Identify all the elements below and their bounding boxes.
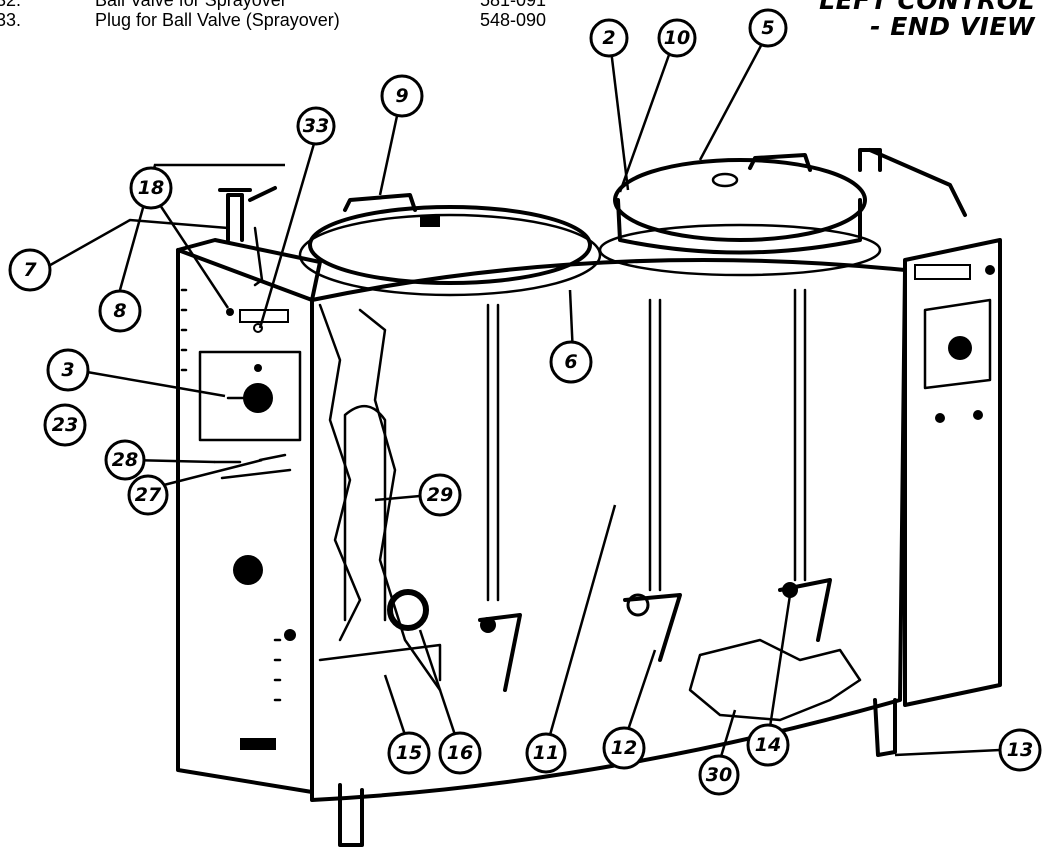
svg-text:5: 5 [761, 17, 774, 39]
callout-33: 33 [296, 106, 336, 146]
view-title-line1: LEFT CONTROL [819, 0, 1035, 15]
leg-right [873, 698, 897, 757]
part-description: Ball Valve for Sprayover [95, 0, 287, 10]
callout-27: 27 [127, 474, 169, 516]
gauge-glass-center [623, 298, 682, 662]
svg-text:16: 16 [447, 742, 473, 764]
svg-text:28: 28 [112, 449, 138, 471]
view-title-line2: - END VIEW [870, 12, 1035, 41]
svg-text:29: 29 [427, 484, 453, 506]
view-title: LEFT CONTROL - END VIEW [819, 0, 1035, 40]
callout-23: 23 [43, 403, 87, 447]
right-lid [598, 153, 882, 277]
svg-text:10: 10 [664, 27, 690, 49]
svg-text:15: 15 [396, 742, 422, 764]
svg-text:12: 12 [611, 737, 637, 759]
svg-text:14: 14 [755, 734, 781, 756]
part-description: Plug for Ball Valve (Sprayover) [95, 10, 340, 30]
leg-left [338, 783, 364, 847]
svg-text:7: 7 [23, 259, 37, 281]
svg-text:33: 33 [303, 115, 329, 137]
callout-14: 14 [746, 723, 790, 767]
callout-12: 12 [602, 726, 646, 770]
callout-5: 5 [748, 8, 788, 48]
right-control-cabinet [858, 148, 1002, 707]
gauge-glass-right [778, 288, 832, 642]
svg-text:13: 13 [1007, 739, 1033, 761]
drain-plug [387, 589, 429, 631]
svg-text:27: 27 [135, 484, 162, 506]
svg-text:23: 23 [52, 414, 78, 436]
part-code: 581-091 [480, 0, 547, 10]
callout-30: 30 [698, 754, 740, 796]
svg-text:8: 8 [113, 300, 126, 322]
gauge-glass-left [478, 303, 522, 692]
svg-text:9: 9 [395, 85, 408, 107]
svg-text:3: 3 [61, 359, 74, 381]
cutaway-section [688, 638, 862, 722]
left-sprayover-valve [218, 186, 277, 287]
siphon-tube [343, 405, 387, 622]
left-control-cabinet [176, 238, 322, 794]
callout-10: 10 [657, 18, 697, 58]
callout-18: 18 [129, 166, 173, 210]
svg-text:2: 2 [602, 27, 615, 49]
svg-text:6: 6 [564, 351, 577, 373]
callout-9: 9 [380, 74, 424, 118]
leader-lines [44, 37, 1001, 761]
callout-16: 16 [438, 731, 482, 775]
callout-28: 28 [104, 439, 146, 481]
callout-7: 7 [8, 248, 52, 292]
part-number: 32. [0, 0, 22, 10]
callout-15: 15 [387, 731, 431, 775]
callout-8: 8 [98, 289, 142, 333]
callout-11: 11 [525, 732, 567, 774]
left-lid [298, 193, 602, 297]
callout-3: 3 [46, 348, 90, 392]
callout-2: 2 [589, 18, 629, 58]
callout-13: 13 [998, 728, 1042, 772]
part-number: 33. [0, 10, 22, 30]
svg-text:18: 18 [138, 177, 164, 199]
callout-29: 29 [418, 473, 462, 517]
svg-text:11: 11 [533, 742, 559, 764]
urn-body [310, 258, 907, 802]
svg-text:30: 30 [706, 764, 732, 786]
part-code: 548-090 [480, 10, 547, 30]
callout-6: 6 [549, 340, 593, 384]
